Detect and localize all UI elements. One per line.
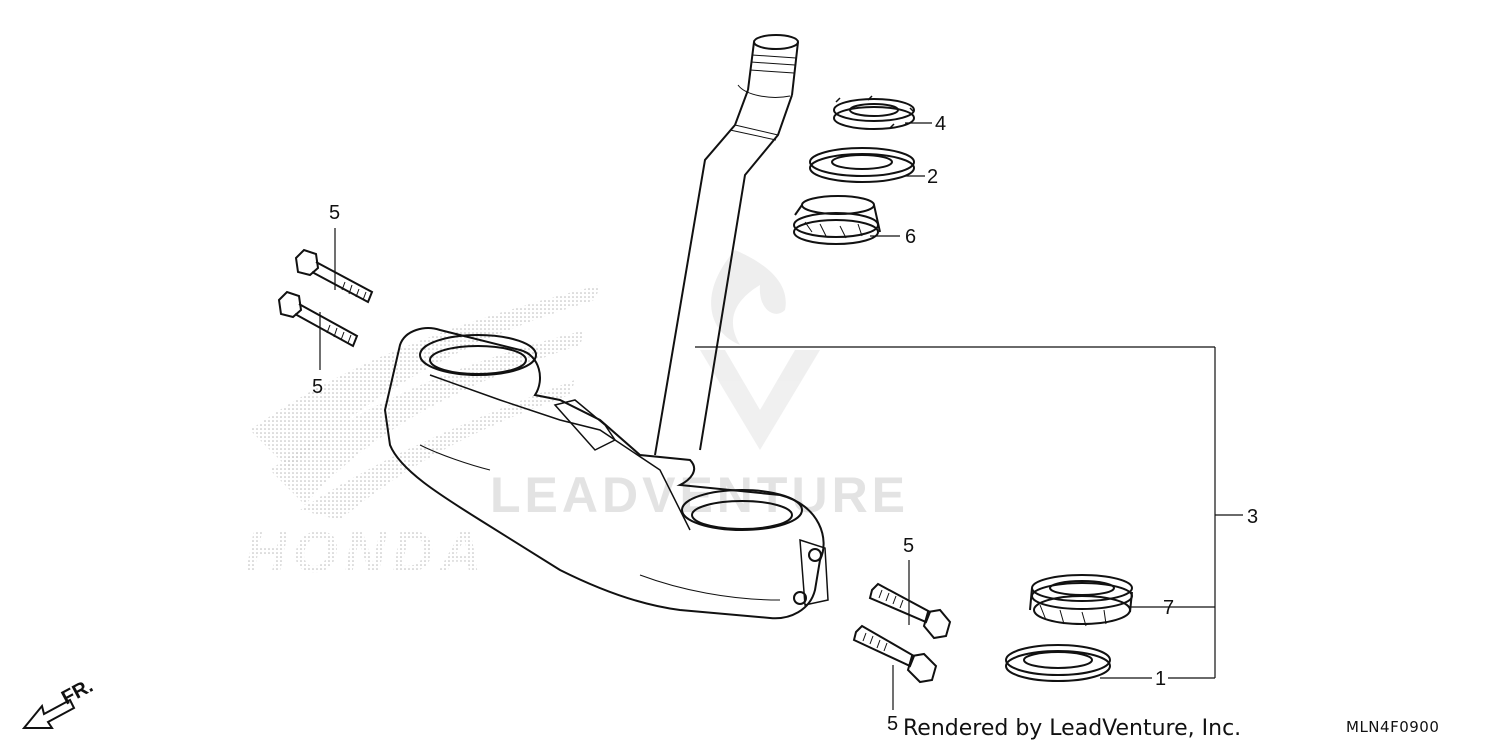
callout-5-bolt-b: 5 <box>312 376 323 398</box>
callout-3-stem-assembly: 3 <box>1247 506 1258 528</box>
steering-nut <box>833 95 915 130</box>
lower-bearing <box>1029 574 1133 627</box>
callout-5-bolt-d: 5 <box>887 713 898 735</box>
leadventure-logo-watermark <box>700 250 820 450</box>
bolt-lower-right-bottom <box>852 624 938 684</box>
callout-4-nut: 4 <box>935 113 946 135</box>
callout-5-bolt-a: 5 <box>329 202 340 224</box>
leadventure-text-watermark: LEADVENTURE <box>490 467 909 523</box>
rendered-by-credit: Rendered by LeadVenture, Inc. <box>903 716 1242 741</box>
upper-bearing <box>793 195 881 245</box>
leader-lines <box>319 122 1243 710</box>
honda-text-watermark: HONDA <box>245 520 488 585</box>
callout-2-dust-seal: 2 <box>927 166 938 188</box>
callout-5-bolt-c: 5 <box>903 535 914 557</box>
callout-7-lower-bearing: 7 <box>1163 597 1174 619</box>
honda-wing-watermark <box>250 285 600 520</box>
bolt-upper-left-top <box>294 248 374 304</box>
bolt-upper-left-bottom <box>277 290 359 348</box>
diagram-code: MLN4F0900 <box>1346 718 1440 736</box>
dust-seal-lower <box>1005 644 1111 682</box>
lower-triple-clamp <box>383 327 829 620</box>
steering-stem-tube <box>654 34 799 456</box>
front-direction-arrow-icon: FR. <box>21 675 97 729</box>
callout-6-bearing: 6 <box>905 226 916 248</box>
bolt-lower-right-top <box>868 582 952 640</box>
callout-1-lower-seal: 1 <box>1155 668 1166 690</box>
dust-seal-upper <box>809 147 915 183</box>
